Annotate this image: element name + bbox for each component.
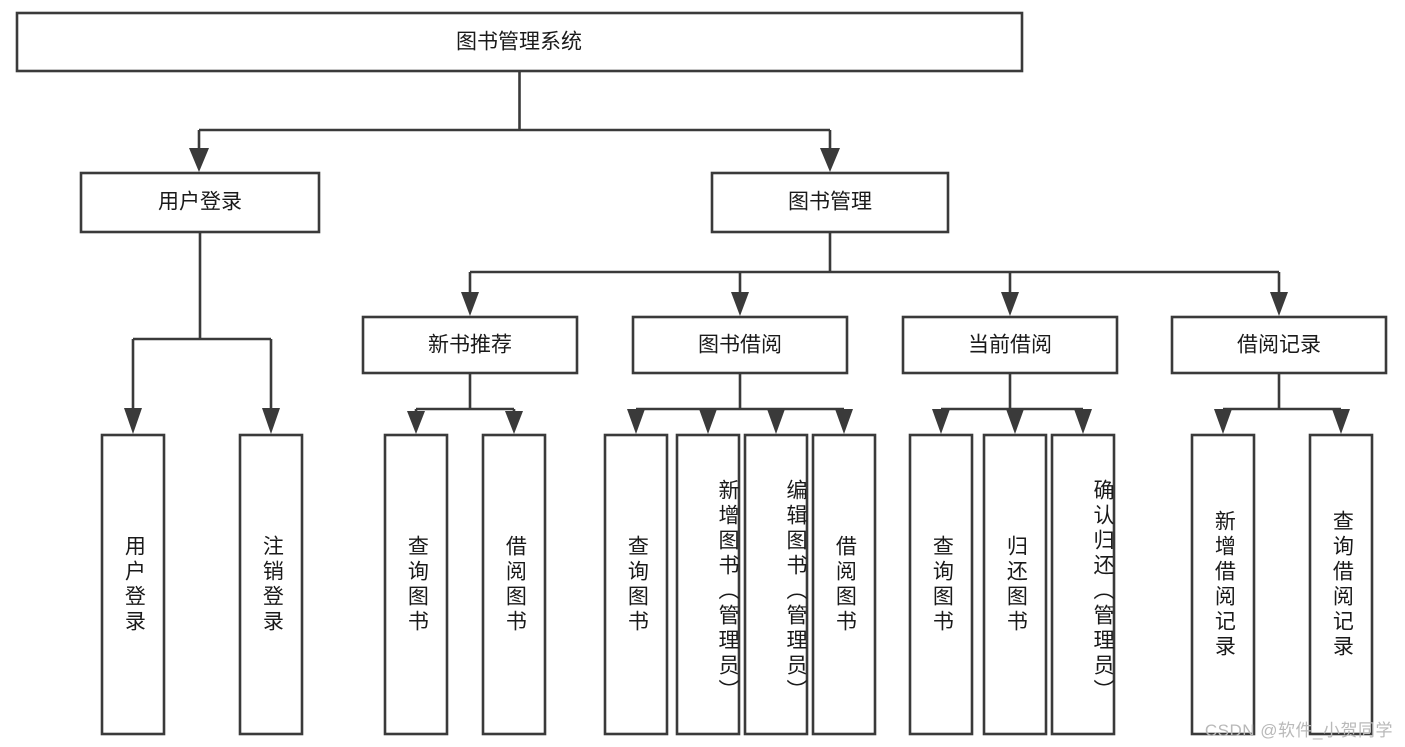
- node-box-borrow-record[interactable]: [1170, 315, 1388, 375]
- node-box-leaf-query-record[interactable]: [1308, 433, 1374, 736]
- node-box-title-system[interactable]: [15, 11, 1024, 73]
- node-user-login[interactable]: 用户登录: [79, 171, 321, 234]
- connector-layer: [124, 71, 1350, 434]
- node-label-current-borrow: 当前借阅: [968, 334, 1052, 357]
- arrow-to-leaf-query-book-2-icon: [627, 409, 645, 434]
- node-box-user-login[interactable]: [79, 171, 321, 234]
- csdn-watermark: CSDN @软件_小贺同学: [1204, 721, 1393, 740]
- node-new-book-recommend[interactable]: 新书推荐: [361, 315, 579, 375]
- arrow-to-leaf-return-book-icon: [1006, 409, 1024, 434]
- arrow-to-borrow-record-icon: [1270, 292, 1288, 316]
- node-label-book-manage: 图书管理: [788, 191, 872, 214]
- arrow-to-book-borrow-icon: [731, 292, 749, 316]
- node-box-leaf-edit-book[interactable]: [743, 433, 809, 736]
- node-borrow-record[interactable]: 借阅记录: [1170, 315, 1388, 375]
- arrow-to-leaf-add-book-icon: [699, 409, 717, 434]
- node-box-leaf-add-record[interactable]: [1190, 433, 1256, 736]
- arrow-to-leaf-add-record-icon: [1214, 409, 1232, 434]
- leaf-layer: [100, 433, 1374, 736]
- node-box-current-borrow[interactable]: [901, 315, 1119, 375]
- arrow-to-leaf-query-book-1-icon: [407, 411, 425, 434]
- node-box-new-book-recommend[interactable]: [361, 315, 579, 375]
- node-box-leaf-query-book-3[interactable]: [908, 433, 974, 736]
- node-label-book-borrow: 图书借阅: [698, 334, 782, 357]
- node-label-user-login: 用户登录: [158, 191, 242, 214]
- arrow-to-leaf-borrow-book-2-icon: [835, 409, 853, 434]
- arrow-to-user-login-icon: [189, 148, 209, 172]
- arrow-to-leaf-borrow-book-1-icon: [505, 411, 523, 434]
- node-label-new-book-recommend: 新书推荐: [428, 334, 512, 357]
- node-box-leaf-confirm-return[interactable]: [1050, 433, 1116, 736]
- node-label-borrow-record: 借阅记录: [1237, 334, 1321, 357]
- node-title-system[interactable]: 图书管理系统: [15, 11, 1024, 73]
- arrow-to-leaf-logout-icon: [262, 408, 280, 434]
- node-book-manage[interactable]: 图书管理: [710, 171, 950, 234]
- arrow-to-leaf-query-book-3-icon: [932, 409, 950, 434]
- node-box-leaf-add-book[interactable]: [675, 433, 741, 736]
- arrow-to-leaf-user-login-icon: [124, 408, 142, 434]
- arrow-to-current-borrow-icon: [1001, 292, 1019, 316]
- node-current-borrow[interactable]: 当前借阅: [901, 315, 1119, 375]
- node-box-book-manage[interactable]: [710, 171, 950, 234]
- node-book-borrow[interactable]: 图书借阅: [631, 315, 849, 375]
- arrow-to-leaf-edit-book-icon: [767, 409, 785, 434]
- arrow-to-book-manage-icon: [820, 148, 840, 172]
- node-box-leaf-query-book-1[interactable]: [383, 433, 449, 736]
- node-label-title-system: 图书管理系统: [456, 31, 582, 54]
- node-box-leaf-query-book-2[interactable]: [603, 433, 669, 736]
- node-box-book-borrow[interactable]: [631, 315, 849, 375]
- node-box-leaf-return-book[interactable]: [982, 433, 1048, 736]
- node-box-leaf-user-login[interactable]: [100, 433, 166, 736]
- arrow-to-new-book-recommend-icon: [461, 292, 479, 316]
- arrow-to-leaf-query-record-icon: [1332, 409, 1350, 434]
- arrow-to-leaf-confirm-return-icon: [1074, 409, 1092, 434]
- node-box-leaf-borrow-book-2[interactable]: [811, 433, 877, 736]
- node-box-leaf-borrow-book-1[interactable]: [481, 433, 547, 736]
- node-box-leaf-logout[interactable]: [238, 433, 304, 736]
